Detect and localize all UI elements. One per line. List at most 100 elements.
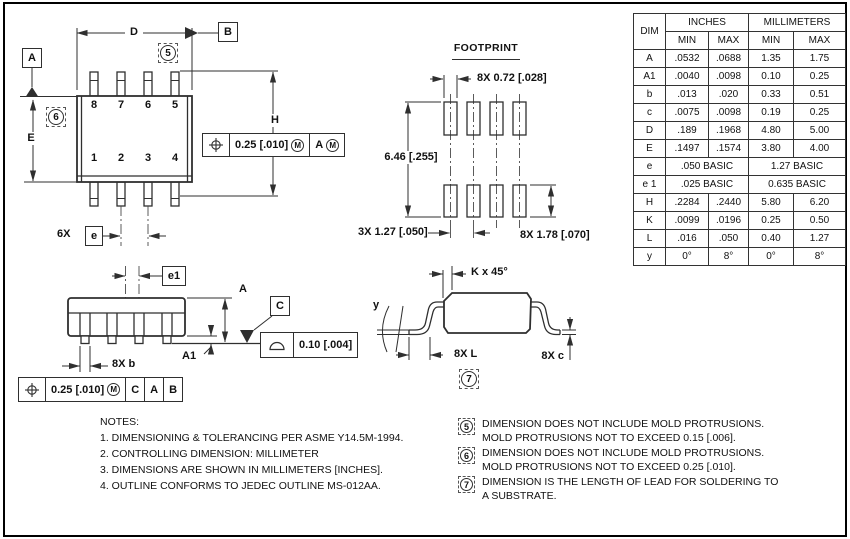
pad-length-dim-label: 8X 1.78 [.070] — [520, 229, 590, 241]
position-symbol-icon — [209, 138, 223, 152]
col-header-mm-min: MIN — [748, 31, 795, 50]
notes-title: NOTES: — [100, 416, 140, 428]
datum-c-box: C — [270, 296, 290, 316]
flag-6-number: 6 — [48, 109, 64, 125]
note-flag-5: 5 — [458, 418, 475, 435]
flag-note-5-line1: DIMENSION DOES NOT INCLUDE MOLD PROTRUSI… — [482, 418, 765, 430]
flag-note-6-line2: MOLD PROTRUSIONS NOT TO EXCEED 0.25 [.01… — [482, 460, 736, 473]
footprint-title: FOOTPRINT — [453, 42, 519, 54]
profile-symbol-cell — [261, 333, 294, 357]
pin-number-2: 2 — [117, 152, 125, 164]
col-header-dim: DIM — [633, 13, 666, 50]
table-subheader-row: MIN MAX MIN MAX — [634, 31, 847, 50]
note-item-2: 2. CONTROLLING DIMENSION: MILLIMETER — [100, 448, 319, 460]
dim-h-label: H — [266, 114, 284, 127]
col-header-in-max: MAX — [707, 31, 750, 50]
flag-note-7-line1: DIMENSION IS THE LENGTH OF LEAD FOR SOLD… — [482, 476, 779, 488]
profile-tolerance-cell: 0.10 [.004] — [294, 333, 357, 357]
note-flag-6: 6 — [458, 447, 475, 464]
position-symbol-cell — [19, 378, 46, 401]
pin-number-6: 6 — [144, 99, 152, 111]
flag-note-5: 5 DIMENSION DOES NOT INCLUDE MOLD PROTRU… — [458, 418, 764, 445]
tolerance-value: 0.25 [.010] — [235, 139, 289, 151]
note-flag-6: 6 — [46, 107, 66, 127]
position-symbol-icon — [25, 382, 39, 397]
pitch-count-label: 6X — [57, 228, 71, 240]
pin-number-5: 5 — [171, 99, 179, 111]
position-symbol-cell — [203, 134, 230, 156]
flag-note-6-line1: DIMENSION DOES NOT INCLUDE MOLD PROTRUSI… — [482, 447, 765, 459]
table-header-row: DIM INCHES MILLIMETERS — [633, 13, 847, 50]
position-fcf-side: 0.25 [.010] M C A B — [18, 377, 184, 402]
col-header-mm-max: MAX — [793, 31, 847, 50]
pin-number-4: 4 — [171, 152, 179, 164]
flag-note-7-line2: A SUBSTRATE. — [482, 489, 557, 502]
dim-a1-label: A1 — [182, 350, 197, 362]
datum-a-box: A — [22, 48, 42, 68]
dim-d-label: D — [125, 26, 143, 39]
dim-e-label: E — [22, 132, 40, 145]
note-flag-7: 7 — [459, 369, 479, 389]
lead-length-dim-label: 8X L — [454, 348, 478, 360]
profile-of-surface-symbol-icon — [269, 341, 285, 350]
m-modifier-icon: M — [291, 138, 305, 152]
flag-note-7: 7 DIMENSION IS THE LENGTH OF LEAD FOR SO… — [458, 476, 778, 503]
sheet-border — [3, 2, 847, 537]
pin-number-3: 3 — [144, 152, 152, 164]
col-header-in-min: MIN — [665, 31, 709, 50]
col-group-inches: INCHES — [664, 13, 750, 32]
flag-note-6: 6 DIMENSION DOES NOT INCLUDE MOLD PROTRU… — [458, 447, 764, 474]
pin-number-7: 7 — [117, 99, 125, 111]
datum-ref-b-cell: B — [169, 383, 178, 396]
m-modifier-icon: M — [107, 383, 121, 396]
note-flag-5: 5 — [158, 43, 178, 63]
flag-5-number: 5 — [160, 45, 176, 61]
pitch-e-box: e — [85, 226, 103, 246]
lead-angle-label: y — [373, 299, 380, 311]
note-item-3: 3. DIMENSIONS ARE SHOWN IN MILLIMETERS [… — [100, 464, 383, 476]
lead-thickness-dim-label: 8X c — [541, 350, 564, 362]
note-flag-7: 7 — [458, 476, 475, 493]
profile-fcf: 0.10 [.004] — [260, 332, 359, 358]
side-view-linework — [62, 266, 273, 372]
dim-a-label: A — [239, 283, 247, 295]
footprint-linework — [404, 59, 556, 240]
dimension-table: DIM INCHES MILLIMETERS MIN MAX MIN MAX A… — [633, 13, 847, 266]
datum-b-box: B — [218, 22, 238, 42]
datum-ref-a: A — [315, 139, 324, 151]
row-span-dim-label: 6.46 [.255] — [382, 151, 440, 164]
m-modifier-icon: M — [326, 138, 340, 152]
pitch-dim-label: 3X 1.27 [.050] — [358, 226, 428, 238]
position-fcf-top: 0.25 [.010] M A M — [202, 133, 346, 157]
tolerance-cell: 0.25 [.010] M — [46, 378, 127, 401]
datum-ref-cell: A M — [310, 134, 344, 156]
pin-number-1: 1 — [90, 152, 98, 164]
datum-ref-c-cell: C — [126, 378, 146, 401]
tolerance-value: 0.25 [.010] — [51, 383, 105, 396]
dim-e1-box: e1 — [162, 266, 186, 286]
col-group-millimeters: MILLIMETERS — [748, 13, 847, 32]
flag-7-number: 7 — [461, 371, 477, 387]
lead-width-dim-label: 8X b — [112, 358, 136, 370]
chamfer-dim-label: K x 45° — [471, 266, 508, 278]
profile-tolerance-value: 0.10 [.004] — [299, 339, 353, 351]
tolerance-cell: 0.25 [.010] M — [230, 134, 311, 156]
pin-number-8: 8 — [90, 99, 98, 111]
note-item-4: 4. OUTLINE CONFORMS TO JEDEC OUTLINE MS-… — [100, 480, 381, 492]
pad-width-dim-label: 8X 0.72 [.028] — [477, 72, 547, 84]
end-view-linework — [377, 266, 576, 360]
